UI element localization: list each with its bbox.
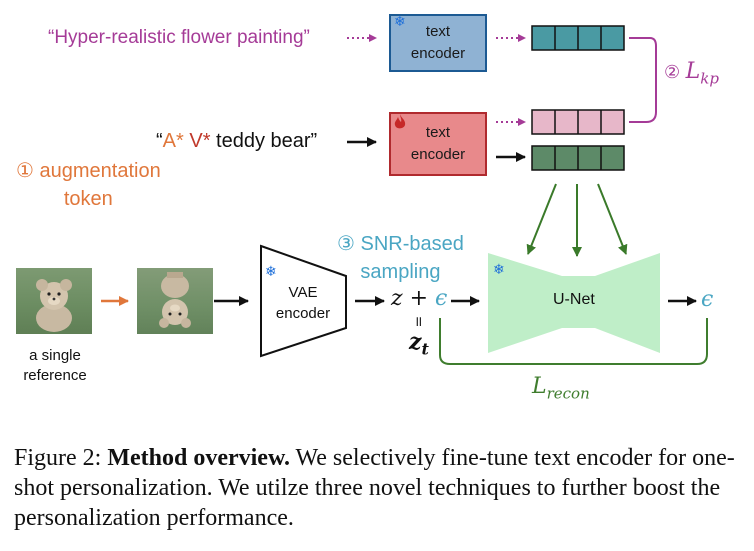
vae-encoder-shape — [260, 244, 347, 358]
augmentation-token-annotation: ① augmentation token — [16, 157, 161, 213]
trainable-token-sequence-green — [531, 145, 625, 171]
text-encoder-frozen: text encoder — [389, 14, 487, 72]
unet-shape — [488, 253, 660, 353]
prompt-teddy-bear: “A* V* teddy bear” — [156, 130, 317, 153]
condition-arrow-right — [597, 183, 628, 255]
figure-caption: Figure 2: Method overview. We selectivel… — [14, 443, 744, 533]
text-encoder-trainable-label: text encoder — [410, 124, 466, 163]
kp-loss-subscript: kp — [700, 69, 719, 88]
latent-zt-sub: t — [421, 339, 429, 359]
text-encoder-frozen-label: text encoder — [410, 23, 466, 62]
unet-label: U-Net — [553, 291, 595, 308]
kp-loss-bracket — [629, 37, 657, 123]
caption-title: Method overview. — [107, 445, 290, 471]
vae-snowflake-icon: ❄ — [265, 264, 277, 280]
augmentation-token-a: A* — [162, 130, 184, 152]
recon-loss-subscript: recon — [546, 384, 590, 403]
augmentation-line1: ① augmentation — [16, 160, 161, 182]
identifier-token-v: V* — [189, 130, 211, 152]
vae-line2: encoder — [275, 305, 331, 322]
trainable-token-sequence-pink — [531, 109, 625, 135]
prompt-flower-painting: “Hyper-realistic flower painting” — [48, 27, 310, 48]
reference-image — [16, 268, 92, 334]
latent-zt-z: z — [409, 329, 422, 355]
vae-encoder-label: VAE encoder — [263, 282, 343, 324]
caption-label: Figure 2: — [14, 445, 102, 471]
latent-zt: zt — [409, 329, 429, 358]
caption-text: We selectively fine-tune text encoder fo… — [14, 445, 735, 531]
output-noise: ϵ — [701, 287, 714, 312]
unet-snowflake-icon: ❄ — [493, 262, 505, 278]
flame-icon — [394, 114, 406, 135]
reference-line1: a single — [29, 347, 81, 364]
kp-loss-number: ② — [664, 62, 681, 82]
snr-sampling-annotation: ③ SNR-based sampling — [337, 230, 464, 286]
kp-loss-symbol: L — [685, 59, 701, 84]
snr-line1: ③ SNR-based — [337, 233, 464, 255]
reference-line2: reference — [23, 367, 87, 384]
latent-expression: z + ϵ — [391, 286, 447, 311]
latent-plus: + — [409, 286, 429, 311]
prompt-rest: teddy bear” — [210, 130, 318, 152]
frozen-token-sequence — [531, 25, 625, 51]
kp-loss-label: ② Lkp — [664, 58, 719, 87]
augmented-image — [137, 268, 213, 334]
condition-arrow-left — [526, 183, 557, 255]
text-encoder-trainable: text encoder — [389, 112, 487, 176]
snr-line2: sampling — [360, 261, 441, 283]
reference-caption: a single reference — [14, 346, 96, 386]
snowflake-icon: ❄ — [394, 14, 406, 30]
prompt-open-quote: “ — [156, 130, 163, 152]
latent-equals: ॥ — [414, 314, 423, 330]
latent-z: z — [391, 286, 403, 311]
recon-loss-symbol: L — [532, 374, 547, 399]
recon-loss-label: Lrecon — [532, 374, 590, 402]
vae-line1: VAE — [288, 284, 318, 301]
latent-noise: ϵ — [435, 286, 448, 311]
recon-loss-bracket — [439, 318, 708, 365]
augmentation-line2: token — [63, 188, 113, 210]
